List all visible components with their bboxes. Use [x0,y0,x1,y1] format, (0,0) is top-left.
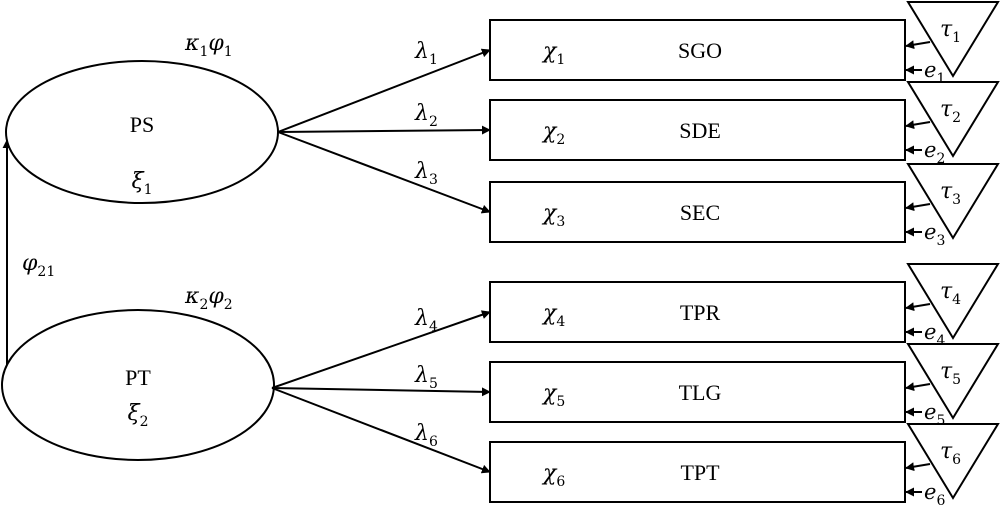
indicator-name: SEC [680,200,720,225]
latent-pt-symbol: ξ2 [127,401,148,430]
intercept-label: τ4 [940,279,961,308]
indicator-tlg: λ5 χ5 TLG τ5 e5 [271,343,1000,429]
intercept-triangle [906,163,1000,240]
indicator-sec: λ3 χ3 SEC τ3 e3 [277,131,1000,249]
latent-pt-ellipse [1,309,275,461]
loading-label: λ2 [414,101,438,130]
error-label: e6 [924,480,945,507]
error-label: e5 [924,400,945,429]
indicator-box [489,19,906,81]
latent-pt: PT ξ2 κ2φ2 [1,284,275,461]
latent-ps-param: κ1φ1 [184,31,233,60]
latent-pt-param: κ2φ2 [184,284,233,313]
loading-label: λ5 [414,363,438,392]
loading-arrow [271,310,491,389]
intercept-triangle [906,423,1000,500]
indicator-box [489,99,906,161]
indicator-box [489,441,906,503]
indicator-chi: χ3 [541,201,565,230]
indicator-sgo: λ1 χ1 SGO τ1 e1 [277,1,1000,133]
indicator-tpr: λ4 χ4 TPR τ4 e4 [271,263,1000,389]
error-label: e3 [924,220,945,249]
intercept-label: τ3 [940,179,961,208]
intercept-arrow [905,202,931,212]
intercept-arrow [905,40,931,50]
intercept-triangle [906,81,1000,158]
indicator-group: λ1 χ1 SGO τ1 e1 λ2 χ2 SDE τ2 e2 λ3 χ3 SEC τ3 e3 λ4 χ4 TPR… [271,1,1000,507]
error-label: e1 [924,58,945,87]
latent-pt-name: PT [125,365,151,390]
intercept-triangle [906,263,1000,340]
intercept-arrow [905,382,931,392]
indicator-name: TPT [680,460,720,485]
loading-arrow [271,387,491,397]
loading-arrow [277,125,491,135]
loading-label: λ3 [414,159,438,188]
loading-arrow [271,387,491,474]
indicator-box [489,181,906,243]
intercept-triangle [906,1,1000,78]
latent-ps-name: PS [130,112,154,137]
latent-ps-symbol: ξ1 [131,169,152,198]
intercept-label: τ6 [940,439,961,468]
indicator-name: TLG [679,380,722,405]
indicator-name: SDE [679,118,721,143]
indicator-chi: χ4 [541,301,565,330]
intercept-arrow [905,302,931,312]
intercept-label: τ1 [940,17,961,46]
intercept-label: τ5 [940,359,961,388]
error-label: e2 [924,138,945,167]
error-label: e4 [924,320,945,349]
loading-arrow [277,131,491,214]
indicator-name: SGO [678,38,722,63]
latent-ps: PS ξ1 κ1φ1 [5,31,279,204]
intercept-label: τ2 [940,97,961,126]
indicator-chi: χ1 [541,39,565,68]
intercept-arrow [905,462,931,472]
loading-arrow [277,48,491,133]
indicator-chi: χ5 [541,381,565,410]
loading-label: λ6 [414,421,438,450]
indicator-box [489,361,906,423]
indicator-tpt: λ6 χ6 TPT τ6 e6 [271,387,1000,507]
indicator-box [489,281,906,343]
covariance-label: φ21 [22,251,55,280]
indicator-name: TPR [680,300,721,325]
indicator-chi: χ2 [541,119,565,148]
loading-label: λ4 [414,306,438,335]
intercept-arrow [905,120,931,130]
indicator-chi: χ6 [541,461,565,490]
loading-label: λ1 [414,39,438,68]
indicator-sde: λ2 χ2 SDE τ2 e2 [277,81,1000,167]
intercept-triangle [906,343,1000,420]
